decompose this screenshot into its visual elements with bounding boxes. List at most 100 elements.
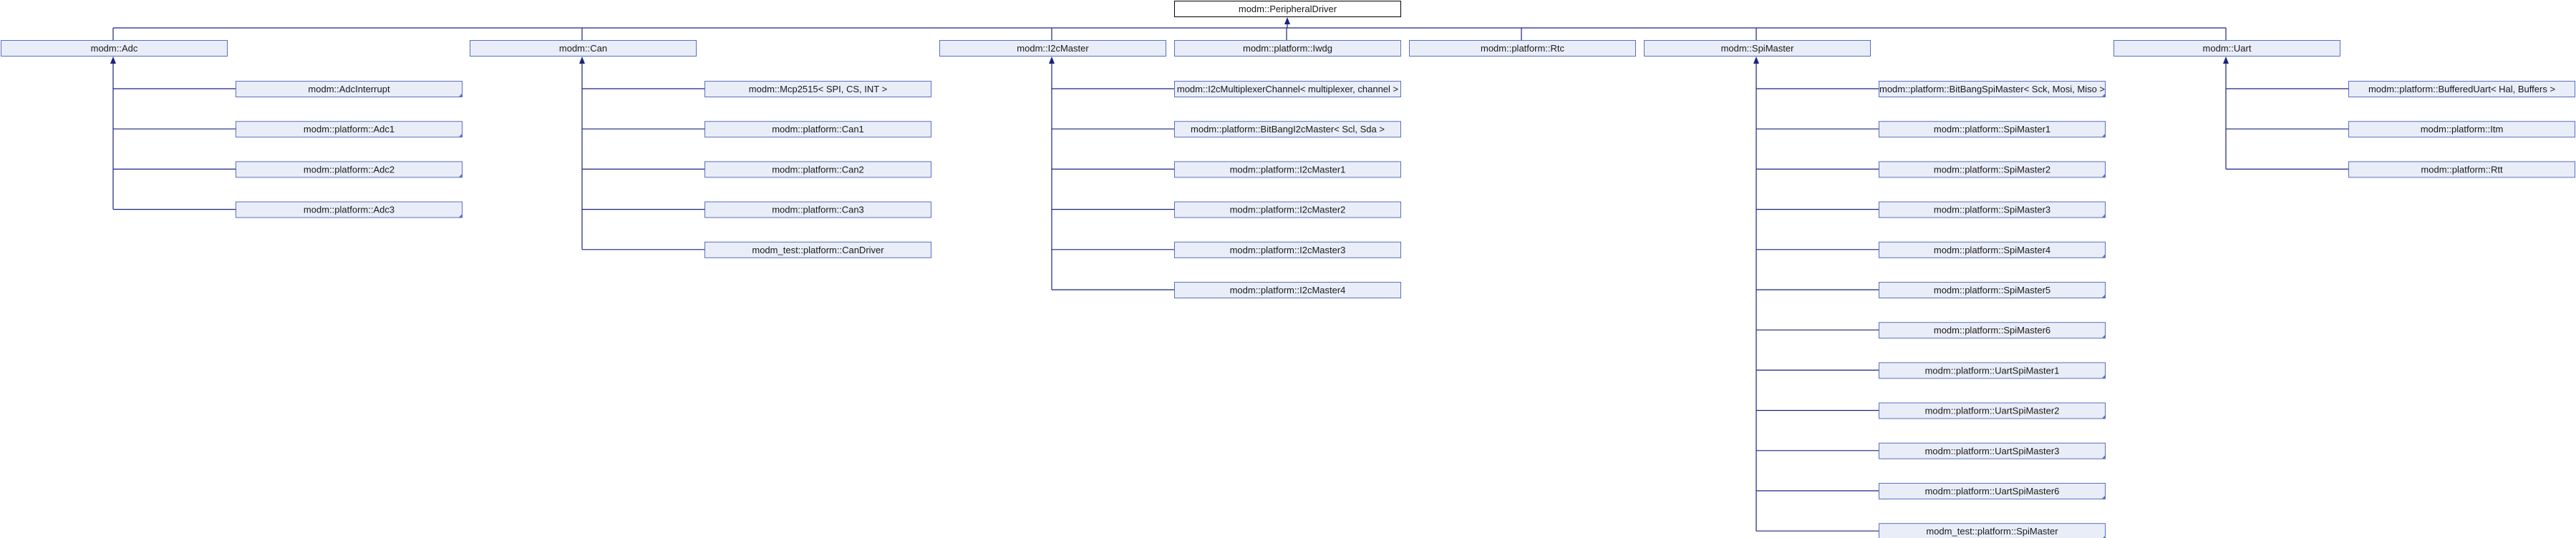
more-indicator-icon [2102, 173, 2106, 177]
class-node-label: modm::platform::UartSpiMaster2 [1925, 406, 2060, 416]
class-node-modm-platform-i2cmaster4[interactable]: modm::platform::I2cMaster4 [1174, 282, 1401, 298]
group-arrow-icon [1753, 57, 1759, 64]
class-node-label: modm::platform::BufferedUart< Hal, Buffe… [2368, 84, 2555, 94]
class-node-box [1409, 40, 1636, 57]
class-node-box [1644, 40, 1871, 57]
class-node-label: modm::platform::UartSpiMaster1 [1925, 365, 2060, 376]
class-node-modm-platform-i2cmaster1[interactable]: modm::platform::I2cMaster1 [1174, 161, 1401, 178]
class-node-modm-platform-spimaster5[interactable]: modm::platform::SpiMaster5 [1879, 282, 2106, 298]
class-node-box [1879, 442, 2106, 459]
more-indicator-icon [2102, 334, 2106, 338]
class-node-modm-test-platform-spimaster[interactable]: modm_test::platform::SpiMaster [1879, 523, 2106, 538]
more-indicator-icon [2102, 414, 2106, 419]
class-node-label: modm::Can [559, 43, 607, 54]
class-node-label: modm::platform::SpiMaster3 [1934, 205, 2050, 215]
class-node-modm-platform-uartspimaster6[interactable]: modm::platform::UartSpiMaster6 [1879, 483, 2106, 499]
class-node-label: modm::Mcp2515< SPI, CS, INT > [749, 84, 887, 94]
class-node-label: modm::platform::I2cMaster3 [1230, 245, 1346, 255]
class-node-label: modm::platform::UartSpiMaster6 [1925, 486, 2060, 497]
class-node-modm-platform-itm[interactable]: modm::platform::Itm [2348, 121, 2575, 138]
group-arrow-icon [579, 57, 585, 64]
class-node-label: modm::platform::I2cMaster2 [1230, 205, 1346, 215]
class-node-modm-platform-spimaster1[interactable]: modm::platform::SpiMaster1 [1879, 121, 2106, 138]
class-node-box [1879, 402, 2106, 419]
more-indicator-icon [2102, 374, 2106, 378]
class-node-label: modm::platform::Itm [2421, 124, 2504, 134]
more-indicator-icon [2102, 133, 2106, 137]
class-node-label: modm::platform::Can3 [772, 205, 864, 215]
class-node-modm-peripheraldriver[interactable]: modm::PeripheralDriver [1174, 1, 1401, 17]
class-node-modm-platform-bitbangspimaster-sck-mosi-miso[interactable]: modm::platform::BitBangSpiMaster< Sck, M… [1879, 81, 2106, 97]
class-node-modm-platform-rtt[interactable]: modm::platform::Rtt [2348, 161, 2575, 178]
class-node-box [1, 40, 228, 57]
class-node-label: modm::platform::SpiMaster1 [1934, 124, 2050, 134]
class-node-modm-platform-spimaster3[interactable]: modm::platform::SpiMaster3 [1879, 201, 2106, 218]
more-indicator-icon [459, 93, 463, 97]
more-indicator-icon [2102, 454, 2106, 459]
class-node-box [1879, 241, 2106, 258]
class-node-label: modm::platform::SpiMaster5 [1934, 285, 2050, 295]
class-node-box [2348, 121, 2575, 138]
class-node-box [2348, 161, 2575, 178]
more-indicator-icon [2103, 535, 2106, 538]
class-node-box [1174, 40, 1401, 57]
class-node-modm-platform-spimaster6[interactable]: modm::platform::SpiMaster6 [1879, 322, 2106, 339]
more-indicator-icon [459, 133, 463, 137]
class-node-box [704, 81, 931, 97]
class-node-box [704, 161, 931, 178]
class-node-modm-adcinterrupt[interactable]: modm::AdcInterrupt [236, 81, 463, 97]
class-node-box [704, 201, 931, 218]
class-node-modm-i2cmaster[interactable]: modm::I2cMaster [939, 40, 1166, 57]
class-node-label: modm::platform::UartSpiMaster3 [1925, 446, 2060, 456]
class-node-modm-platform-can3[interactable]: modm::platform::Can3 [704, 201, 931, 218]
class-node-box [236, 121, 463, 138]
class-node-modm-platform-uartspimaster3[interactable]: modm::platform::UartSpiMaster3 [1879, 442, 2106, 459]
class-node-box [1879, 282, 2106, 298]
class-node-modm-platform-i2cmaster2[interactable]: modm::platform::I2cMaster2 [1174, 201, 1401, 218]
class-node-label: modm::platform::Rtt [2421, 164, 2503, 175]
class-node-box [1879, 322, 2106, 339]
class-node-modm-uart[interactable]: modm::Uart [2113, 40, 2340, 57]
class-node-box [470, 40, 697, 57]
class-node-modm-test-platform-candriver[interactable]: modm_test::platform::CanDriver [704, 241, 931, 258]
class-node-box [1174, 1, 1401, 17]
class-node-label: modm::platform::BitBangI2cMaster< Scl, S… [1191, 124, 1385, 134]
class-node-modm-platform-spimaster4[interactable]: modm::platform::SpiMaster4 [1879, 241, 2106, 258]
class-node-label: modm_test::platform::SpiMaster [1926, 526, 2058, 537]
class-node-modm-adc[interactable]: modm::Adc [1, 40, 228, 57]
class-node-modm-platform-can2[interactable]: modm::platform::Can2 [704, 161, 931, 178]
class-node-label: modm::PeripheralDriver [1239, 4, 1337, 14]
class-node-box [1879, 201, 2106, 218]
class-node-modm-platform-iwdg[interactable]: modm::platform::Iwdg [1174, 40, 1401, 57]
class-node-label: modm::I2cMultiplexerChannel< multiplexer… [1177, 84, 1398, 94]
class-node-box [2348, 81, 2575, 97]
class-node-box [939, 40, 1166, 57]
class-node-modm-platform-rtc[interactable]: modm::platform::Rtc [1409, 40, 1636, 57]
class-node-modm-spimaster[interactable]: modm::SpiMaster [1644, 40, 1871, 57]
class-node-label: modm::platform::Can1 [772, 124, 864, 134]
class-node-modm-platform-can1[interactable]: modm::platform::Can1 [704, 121, 931, 138]
class-node-modm-platform-adc2[interactable]: modm::platform::Adc2 [236, 161, 463, 178]
class-node-label: modm::platform::SpiMaster6 [1934, 325, 2050, 336]
class-node-box [236, 201, 463, 218]
class-node-modm-platform-adc3[interactable]: modm::platform::Adc3 [236, 201, 463, 218]
class-node-label: modm::platform::SpiMaster2 [1934, 164, 2050, 175]
class-node-modm-platform-uartspimaster2[interactable]: modm::platform::UartSpiMaster2 [1879, 402, 2106, 419]
class-node-modm-platform-i2cmaster3[interactable]: modm::platform::I2cMaster3 [1174, 241, 1401, 258]
more-indicator-icon [2102, 93, 2106, 97]
class-node-modm-i2cmultiplexerchannel-multiplexer-channel[interactable]: modm::I2cMultiplexerChannel< multiplexer… [1174, 81, 1401, 97]
class-node-modm-platform-spimaster2[interactable]: modm::platform::SpiMaster2 [1879, 161, 2106, 178]
class-node-modm-platform-bitbangi2cmaster-scl-sda[interactable]: modm::platform::BitBangI2cMaster< Scl, S… [1174, 121, 1401, 138]
class-node-box [1174, 201, 1401, 218]
class-node-modm-mcp2515-spi-cs-int[interactable]: modm::Mcp2515< SPI, CS, INT > [704, 81, 931, 97]
group-arrow-icon [110, 57, 116, 64]
class-node-modm-can[interactable]: modm::Can [470, 40, 697, 57]
class-node-modm-platform-buffereduart-hal-buffers[interactable]: modm::platform::BufferedUart< Hal, Buffe… [2348, 81, 2575, 97]
class-node-box [704, 241, 931, 258]
class-node-modm-platform-uartspimaster1[interactable]: modm::platform::UartSpiMaster1 [1879, 362, 2106, 379]
class-node-box [1879, 121, 2106, 138]
class-node-modm-platform-adc1[interactable]: modm::platform::Adc1 [236, 121, 463, 138]
class-node-box [1174, 241, 1401, 258]
more-indicator-icon [2102, 294, 2106, 298]
